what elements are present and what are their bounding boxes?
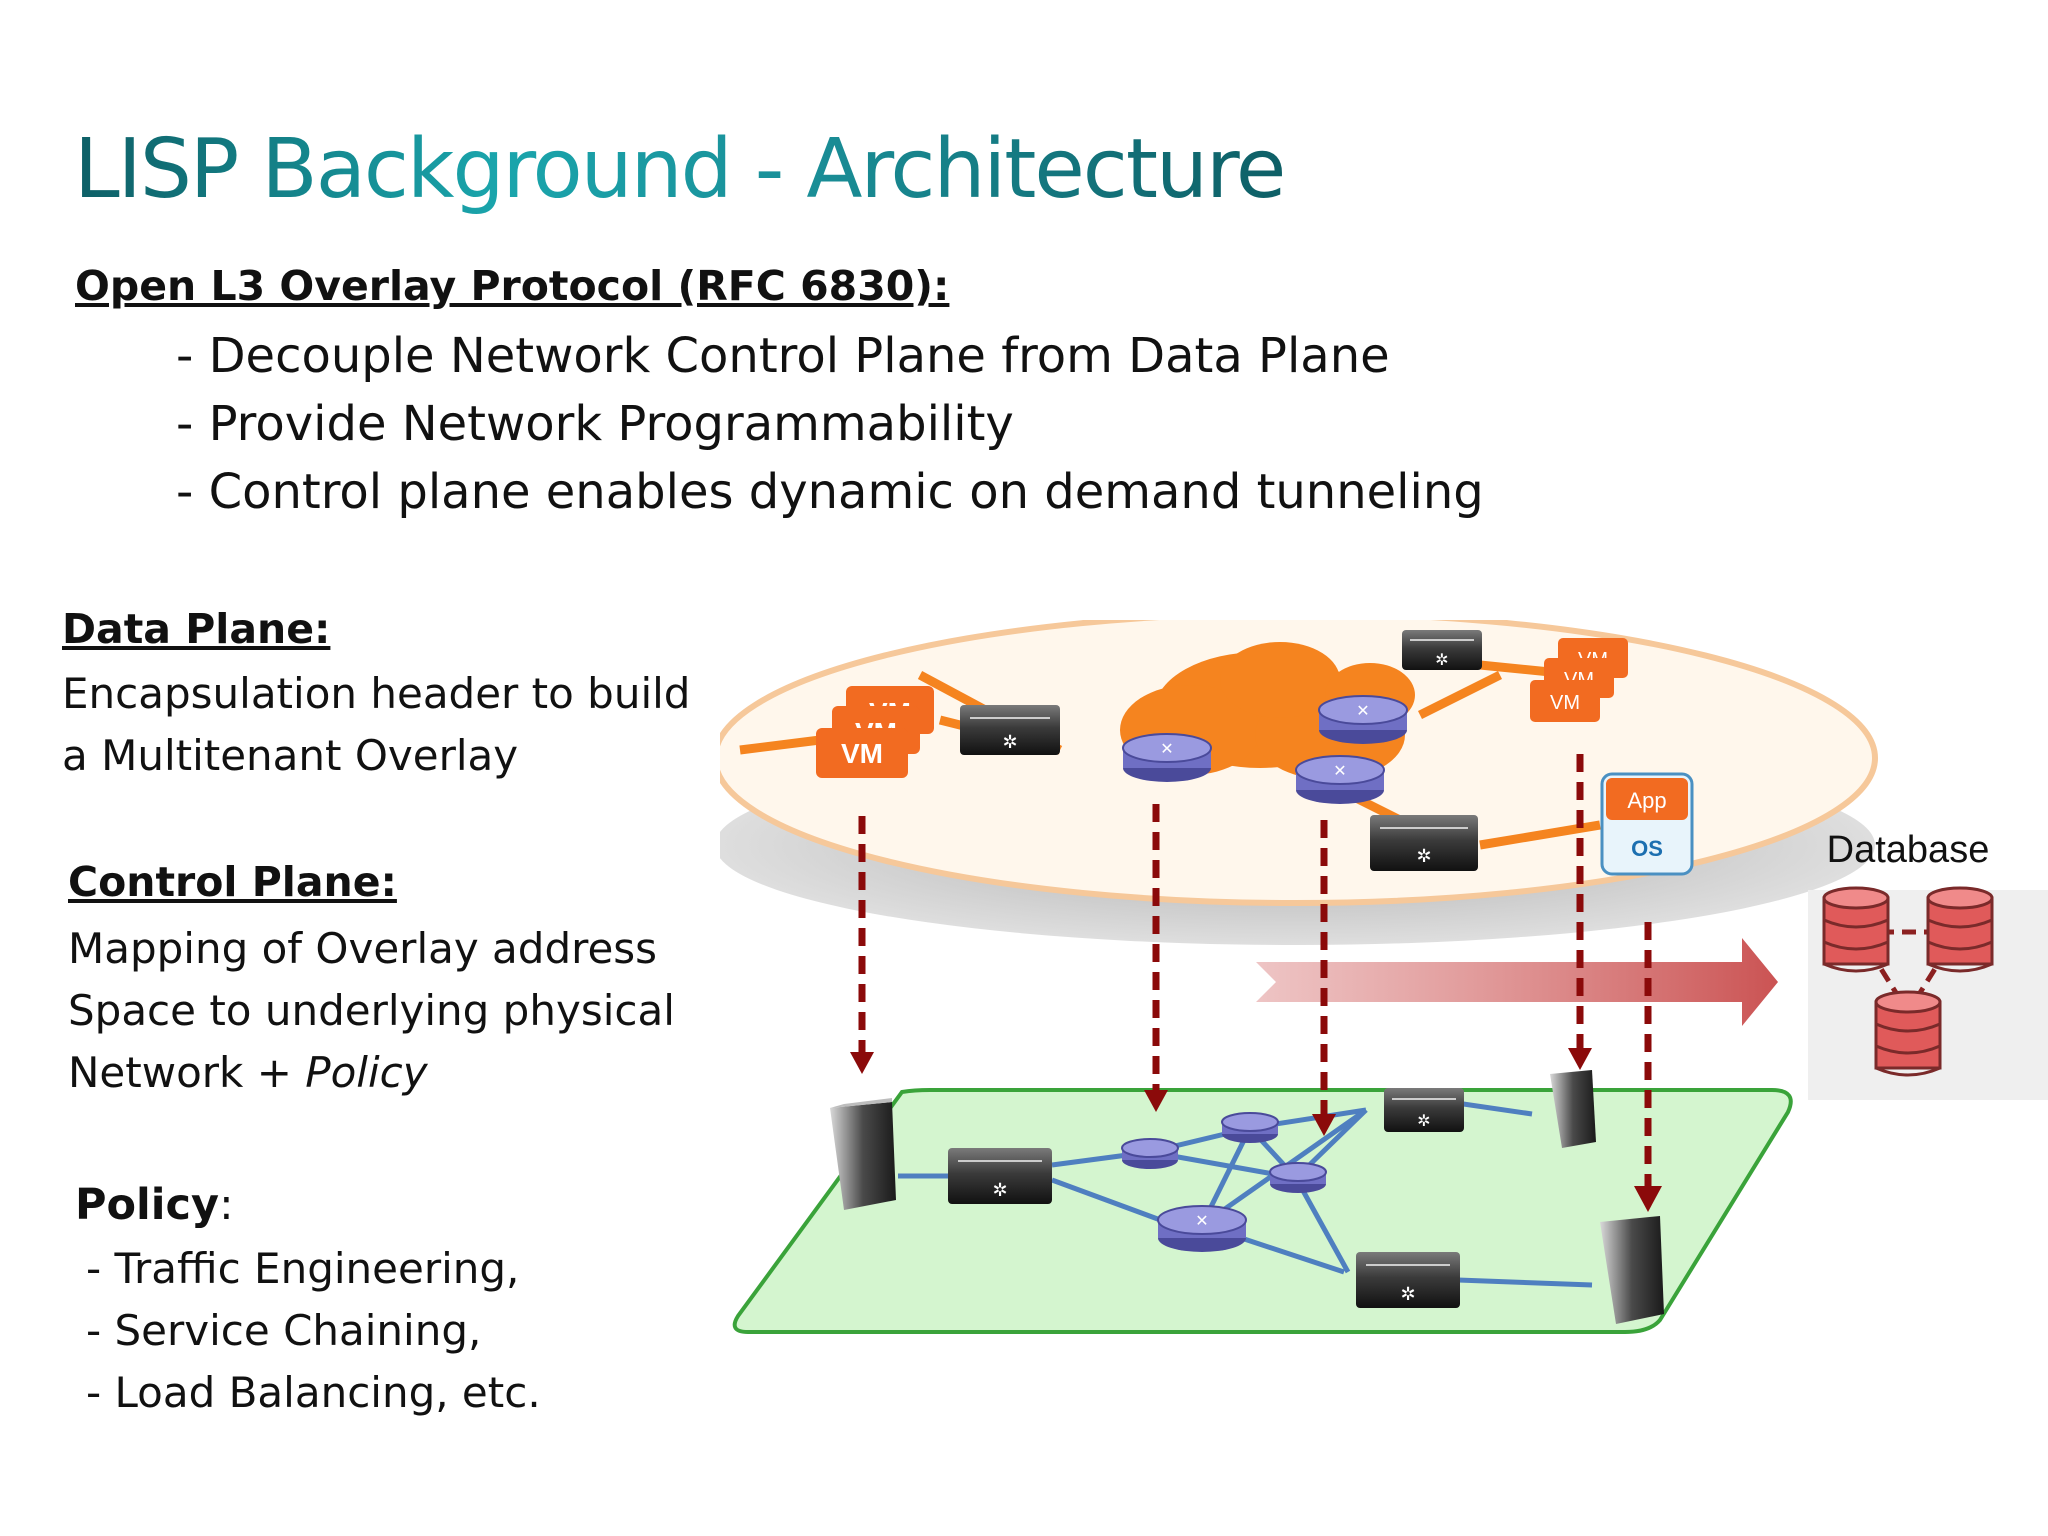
- control-plane-line: Space to underlying physical: [68, 986, 675, 1035]
- control-plane-description: Mapping of Overlay address Space to unde…: [68, 918, 675, 1104]
- vm-label: VM: [841, 738, 883, 769]
- router-icon: [1121, 1138, 1179, 1169]
- server-icon: [1600, 1216, 1664, 1324]
- policy-heading-label: Policy: [75, 1180, 220, 1230]
- data-plane-heading: Data Plane:: [62, 605, 331, 653]
- switch-icon: ✲: [1356, 1252, 1460, 1308]
- cloud-icon: [1120, 642, 1415, 780]
- policy-heading: Policy:: [75, 1180, 234, 1230]
- control-plane-line: Network + Policy: [68, 1042, 675, 1104]
- intro-heading: Open L3 Overlay Protocol (RFC 6830):: [75, 262, 950, 310]
- data-plane-line: a Multitenant Overlay: [62, 731, 519, 780]
- database-label: Database: [1827, 829, 1990, 871]
- policy-emphasis: Policy: [305, 1048, 428, 1097]
- control-plane-heading: Control Plane:: [68, 858, 397, 906]
- svg-text:✕: ✕: [1356, 703, 1369, 720]
- control-plane-line-text: Network +: [68, 1048, 306, 1097]
- router-icon: [1269, 1162, 1327, 1193]
- router-icon: ✕: [1157, 1205, 1247, 1252]
- svg-text:✲: ✲: [992, 1180, 1007, 1200]
- svg-text:✕: ✕: [1195, 1213, 1208, 1230]
- svg-text:✲: ✲: [1400, 1284, 1415, 1304]
- vm-stack-left: VM VM VM: [816, 686, 934, 778]
- intro-point: - Decouple Network Control Plane from Da…: [176, 328, 1390, 384]
- switch-icon: ✲: [1370, 815, 1478, 871]
- switch-icon: ✲: [1384, 1088, 1464, 1132]
- server-icon: [1550, 1070, 1596, 1148]
- svg-text:✕: ✕: [1333, 763, 1346, 780]
- database-icon: [1926, 886, 1994, 973]
- svg-text:✲: ✲: [1416, 846, 1431, 866]
- router-icon: ✕: [1318, 695, 1408, 744]
- data-plane-description: Encapsulation header to build a Multiten…: [62, 663, 690, 787]
- router-icon: [1221, 1112, 1279, 1143]
- os-label: OS: [1631, 836, 1663, 861]
- switch-icon: ✲: [948, 1148, 1052, 1204]
- mapping-arrows: [858, 754, 1652, 1186]
- policy-heading-colon: :: [219, 1180, 234, 1230]
- intro-point: - Control plane enables dynamic on deman…: [176, 464, 1484, 520]
- lisp-architecture-diagram: ✲ ✲ ✲ ✕ ✕ ✕ VM VM VM VM: [720, 620, 2048, 1334]
- switch-icon: ✲: [960, 705, 1060, 755]
- intro-point: - Provide Network Programmability: [176, 396, 1014, 452]
- policy-item: - Service Chaining,: [86, 1306, 482, 1355]
- mapping-arrow: [1256, 938, 1778, 1026]
- control-plane-line: Mapping of Overlay address: [68, 924, 658, 973]
- app-label: App: [1627, 788, 1666, 813]
- switch-icon: ✲: [1402, 630, 1482, 670]
- svg-text:✕: ✕: [1160, 741, 1173, 758]
- intro-points: - Decouple Network Control Plane from Da…: [176, 322, 1484, 526]
- server-icon: [830, 1098, 896, 1210]
- svg-text:✲: ✲: [1417, 1113, 1430, 1130]
- data-plane-line: Encapsulation header to build: [62, 669, 691, 718]
- database-icon: [1874, 990, 1942, 1077]
- slide-title: LISP Background - Architecture: [74, 122, 1286, 217]
- svg-text:✲: ✲: [1002, 732, 1017, 752]
- policy-list: - Traffic Engineering, - Service Chainin…: [86, 1238, 541, 1424]
- arrow-heads: [850, 1048, 1662, 1212]
- policy-item: - Traffic Engineering,: [86, 1244, 520, 1293]
- policy-item: - Load Balancing, etc.: [86, 1368, 541, 1417]
- vm-label: VM: [1550, 692, 1580, 714]
- database-icon: [1822, 886, 1890, 973]
- router-icon: ✕: [1122, 733, 1212, 782]
- app-os-box: App OS: [1600, 772, 1694, 876]
- router-icon: ✕: [1295, 755, 1385, 804]
- vm-stack-right: VM VM VM: [1530, 638, 1628, 722]
- svg-text:✲: ✲: [1435, 652, 1448, 669]
